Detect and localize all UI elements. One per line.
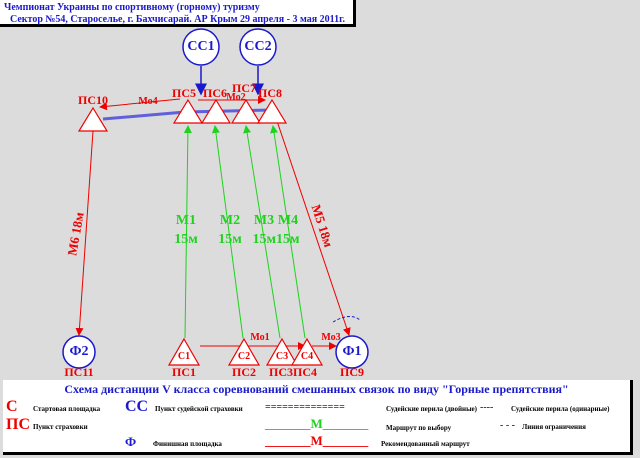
m2-line (211, 125, 244, 339)
c3-label: С3 (275, 351, 289, 362)
c4-triangle (290, 337, 324, 366)
ss1-circle (182, 28, 220, 66)
double-rope (102, 110, 186, 121)
ps1-label: ПС1 (172, 365, 196, 379)
f2-label: Ф2 (69, 344, 89, 359)
ps6-triangle (200, 98, 232, 124)
legend-c-text: Стартовая площадка (33, 405, 101, 413)
c2-label: С2 (237, 351, 251, 362)
mo1-label: Мо1 (250, 332, 270, 343)
legend: Схема дистанции V класса соревнований см… (3, 380, 633, 455)
double-rope-top (184, 108, 273, 114)
legend-cc-symbol: СС (125, 398, 149, 415)
title-line1: Чемпионат Украины по спортивному (горном… (4, 2, 260, 13)
m2-label: М2 (219, 213, 241, 228)
ss2-label: СС2 (244, 39, 272, 54)
title-box: Чемпионат Украины по спортивному (горном… (0, 0, 356, 27)
legend-title: Схема дистанции V класса соревнований см… (64, 382, 569, 396)
legend-rec-line: _______М_______ (265, 433, 369, 448)
f1-label: Ф1 (342, 344, 362, 359)
mo3-label: Мо3 (321, 332, 341, 343)
f2-circle (62, 335, 96, 369)
m3-line (243, 125, 281, 339)
ss2-circle (239, 28, 277, 66)
title-line2: Сектор №54, Староселье, г. Бахчисарай. А… (10, 14, 346, 25)
legend-single-line: ---- (480, 402, 494, 413)
ps3ps4-label: ПС3ПС4 (269, 365, 317, 379)
ps5-triangle (172, 98, 204, 124)
legend-choice-line: _______М_______ (265, 416, 369, 431)
m4-label: М4 (277, 213, 299, 228)
limit-line (332, 316, 361, 323)
mo4-line (99, 98, 181, 111)
legend-c-symbol: С (6, 398, 18, 415)
mo4-label: Мо4 (138, 96, 158, 107)
m1-length: 15м (174, 232, 198, 247)
ps7-triangle (230, 98, 262, 124)
ps8-label: ПС8 (258, 86, 282, 100)
c4-label: С4 (300, 351, 314, 362)
m1-line (183, 125, 192, 339)
c2-triangle (227, 337, 261, 366)
f1-circle (335, 335, 369, 369)
legend-f-text: Финишная площадка (153, 440, 222, 448)
ps10-label: ПС10 (78, 93, 108, 107)
m3-m4-length: 15м15м (252, 232, 300, 247)
c3-triangle (265, 337, 299, 366)
triangles (77, 98, 324, 366)
legend-ps-symbol: ПС (6, 416, 30, 433)
m3-label: М3 (253, 213, 275, 228)
legend-double-text: Судейские перила (двойные) (386, 405, 477, 413)
ss1-label: СС1 (187, 39, 215, 54)
ps6-label: ПС6 (203, 86, 227, 100)
m6-line (75, 130, 94, 336)
c1-triangle (167, 337, 201, 366)
ps5-label: ПС5 (172, 86, 196, 100)
legend-ps-text: Пункт страховки (33, 423, 88, 431)
ps9-label: ПС9 (340, 365, 364, 379)
legend-double-line: ============== (265, 402, 345, 413)
legend-limit-line: - - - (500, 420, 515, 431)
ps2-label: ПС2 (232, 365, 256, 379)
legend-rec-text: Рекомендованный маршрут (381, 440, 470, 448)
m4-line (270, 125, 306, 339)
ps8-triangle (256, 98, 288, 124)
legend-choice-text: Маршрут по выбору (386, 424, 452, 432)
ps10-triangle (77, 106, 109, 132)
ps11-label: ПС11 (64, 365, 94, 379)
m1-label: М1 (175, 213, 197, 228)
legend-cc-text: Пункт судейской страховки (155, 405, 243, 413)
m5-line (275, 117, 351, 336)
legend-single-text: Судейские перила (одинарные) (511, 405, 610, 413)
green-routes (183, 125, 306, 339)
legend-limit-text: Линия ограничения (522, 423, 586, 431)
m2-length: 15м (218, 232, 242, 247)
legend-f-symbol: Ф (125, 434, 137, 449)
c1-label: С1 (177, 351, 191, 362)
mo2-label: Мо2 (226, 92, 246, 103)
ps7-label: ПС7 (232, 81, 256, 95)
